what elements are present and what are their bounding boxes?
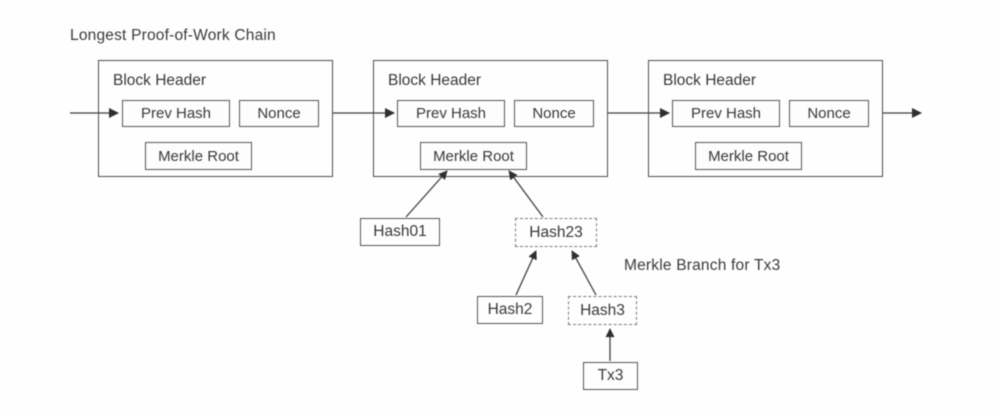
block-3-header-label: Block Header (663, 72, 757, 89)
block-2: Block Header Prev Hash Nonce Merkle Root (373, 60, 608, 177)
block-1-nonce-box: Nonce (239, 100, 319, 127)
block-1-header-label: Block Header (113, 72, 207, 89)
tx3-node: Tx3 (583, 362, 638, 390)
hash3-to-hash23-arrow (571, 250, 597, 296)
block-2-merkle-root-box: Merkle Root (420, 142, 527, 170)
block-3-nonce-box: Nonce (789, 100, 869, 127)
merkle-branch-label: Merkle Branch for Tx3 (624, 257, 781, 274)
hash23-node: Hash23 (515, 218, 597, 247)
hash3-node: Hash3 (568, 296, 637, 325)
hash2-node: Hash2 (477, 296, 543, 324)
block-3-prev-hash-box: Prev Hash (672, 100, 780, 127)
block-2-prev-hash-box: Prev Hash (397, 100, 505, 127)
hash2-to-hash23-arrow (515, 250, 537, 296)
hash23-to-merkle-root-arrow (508, 170, 544, 218)
hash01-node: Hash01 (360, 218, 440, 246)
block-1: Block Header Prev Hash Nonce Merkle Root (98, 60, 333, 177)
block-3-merkle-root-box: Merkle Root (695, 142, 802, 170)
block-2-header-label: Block Header (388, 72, 482, 89)
diagram-title: Longest Proof-of-Work Chain (70, 27, 276, 44)
block-2-nonce-box: Nonce (514, 100, 594, 127)
block-1-merkle-root-box: Merkle Root (145, 142, 252, 170)
hash01-to-merkle-root-arrow (405, 170, 448, 218)
block-1-prev-hash-box: Prev Hash (122, 100, 230, 127)
block-3: Block Header Prev Hash Nonce Merkle Root (648, 60, 883, 177)
